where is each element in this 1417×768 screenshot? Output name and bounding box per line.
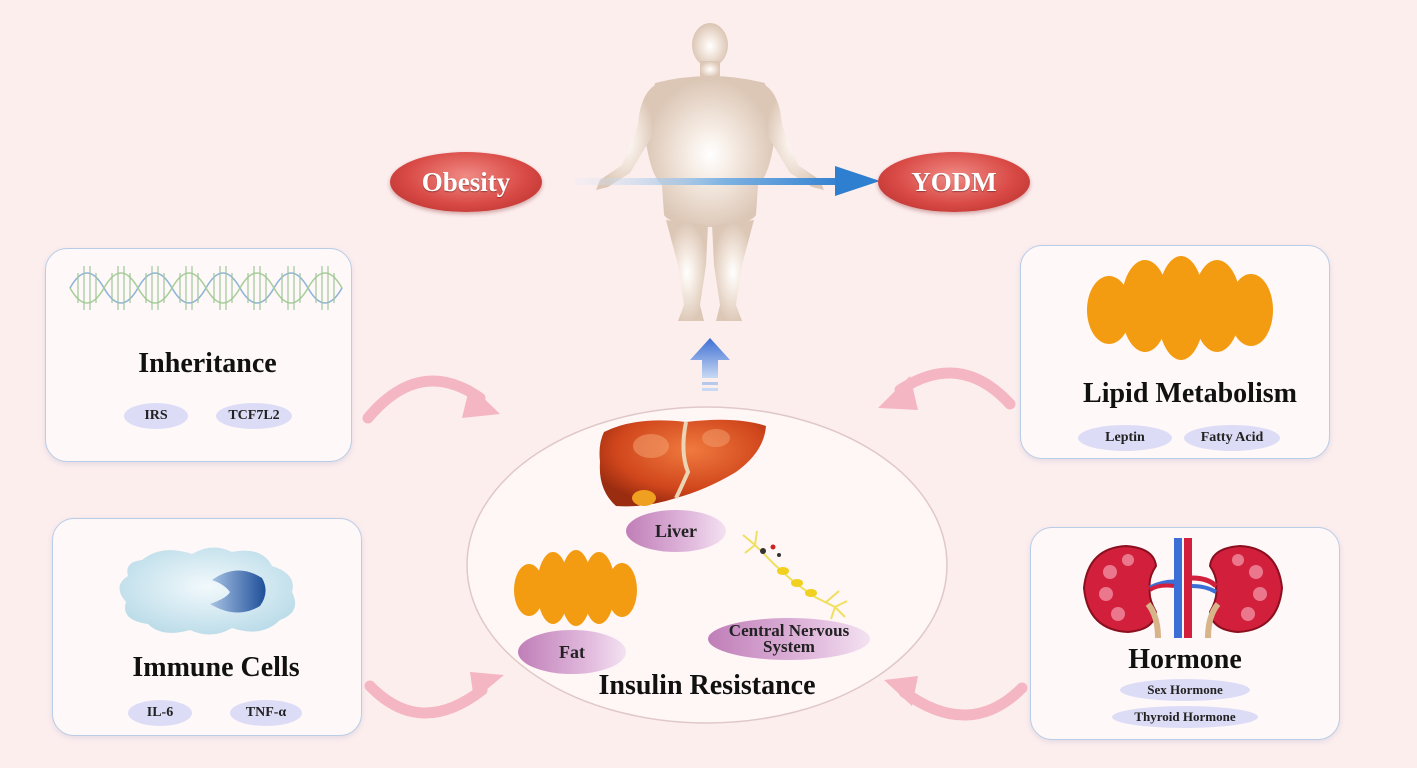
tag-tnf-alpha: TNF-α (230, 700, 302, 726)
arrow-lipid-to-center (894, 367, 1016, 410)
liver-icon (599, 419, 766, 507)
kidney-icon (1082, 538, 1284, 639)
immune-cells-title: Immune Cells (132, 652, 300, 683)
adipose-tissue-icon-center (514, 550, 637, 626)
hormone-title: Hormone (1128, 644, 1242, 675)
tag-irs: IRS (124, 403, 188, 429)
fat-label: Fat (518, 630, 626, 674)
dna-helix-icon (69, 266, 343, 310)
human-body-icon (596, 23, 824, 321)
yodm-node: YODM (878, 152, 1030, 212)
tag-leptin: Leptin (1078, 425, 1172, 451)
neuron-icon (742, 530, 848, 620)
up-arrow-icon (690, 338, 730, 391)
arrow-inheritance-to-center (362, 375, 486, 424)
obesity-label: Obesity (421, 166, 511, 197)
arrow-hormone-to-center (898, 682, 1028, 721)
tag-tcf7l2: TCF7L2 (216, 403, 292, 429)
obesity-node: Obesity (390, 152, 542, 212)
tag-fatty-acid: Fatty Acid (1184, 425, 1280, 451)
lipid-metabolism-title: Lipid Metabolism (1083, 378, 1297, 409)
yodm-label: YODM (911, 166, 997, 197)
cns-label-line2: System (763, 637, 815, 656)
adipose-tissue-icon (1087, 256, 1273, 360)
immune-cell-icon (119, 547, 296, 635)
tag-il6: IL-6 (128, 700, 192, 726)
inheritance-title: Inheritance (138, 348, 277, 379)
cns-label: Central Nervous System (708, 618, 870, 660)
insulin-resistance-title: Insulin Resistance (598, 670, 816, 701)
tag-sex-hormone: Sex Hormone (1120, 679, 1250, 701)
tag-thyroid-hormone: Thyroid Hormone (1112, 706, 1258, 728)
cns-label-line1: Central Nervous (728, 621, 850, 640)
liver-label: Liver (626, 510, 726, 552)
arrow-immune-to-center (364, 680, 488, 719)
